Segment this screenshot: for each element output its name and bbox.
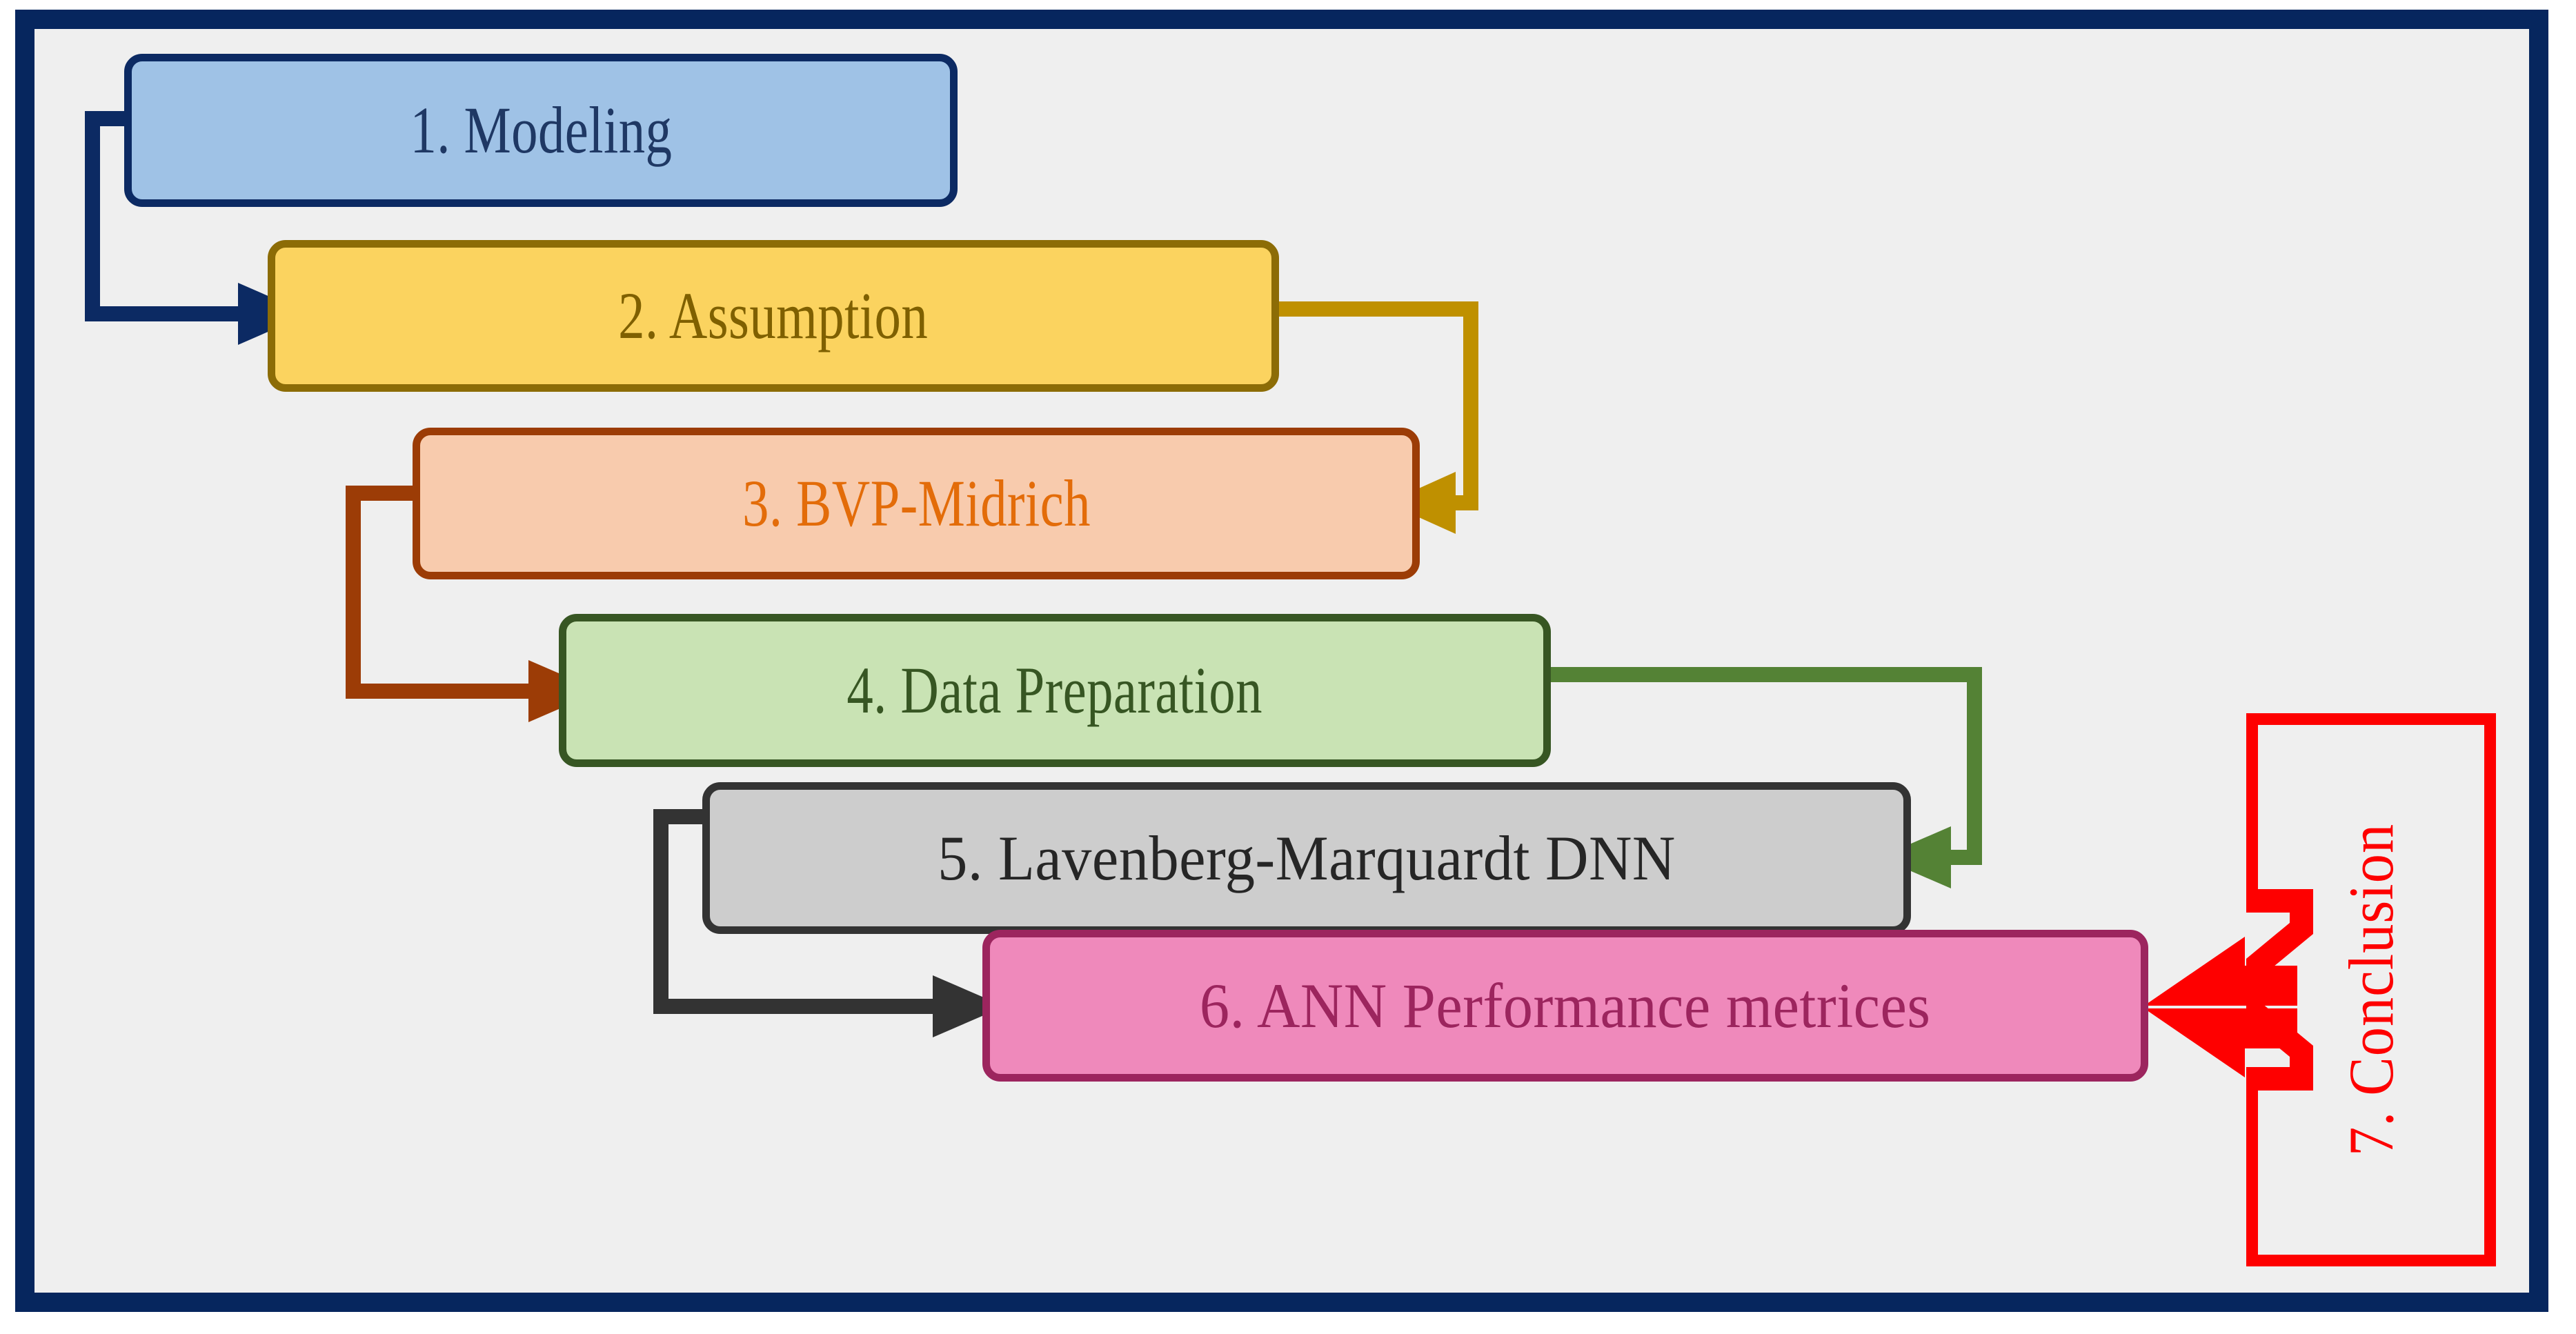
process-node-6-ann-performance-metrices[interactable]: 6. ANN Performance metrices [982,930,2148,1082]
process-node-4-label: 4. Data Preparation [846,653,1263,727]
process-node-3-label: 3. BVP-Midrich [742,466,1091,540]
process-node-4-data-preparation[interactable]: 4. Data Preparation [559,614,1551,767]
process-node-5-lavenberg-marquardt-dnn[interactable]: 5. Lavenberg-Marquardt DNN [702,782,1911,934]
process-node-7-conclusion[interactable]: 7. Conclusion [2235,701,2508,1278]
process-node-6-label: 6. ANN Performance metrices [1200,970,1931,1041]
process-node-2-label: 2. Assumption [618,279,929,352]
process-node-7-label: 7. Conclusion [2336,823,2406,1157]
process-node-3-bvp-midrich[interactable]: 3. BVP-Midrich [413,428,1420,579]
process-node-5-label: 5. Lavenberg-Marquardt DNN [938,823,1676,893]
process-node-1-label: 1. Modeling [410,93,672,167]
process-node-1-modeling[interactable]: 1. Modeling [124,54,958,207]
process-node-2-assumption[interactable]: 2. Assumption [268,240,1279,392]
conclusion-label-wrap: 7. Conclusion [2246,713,2496,1266]
